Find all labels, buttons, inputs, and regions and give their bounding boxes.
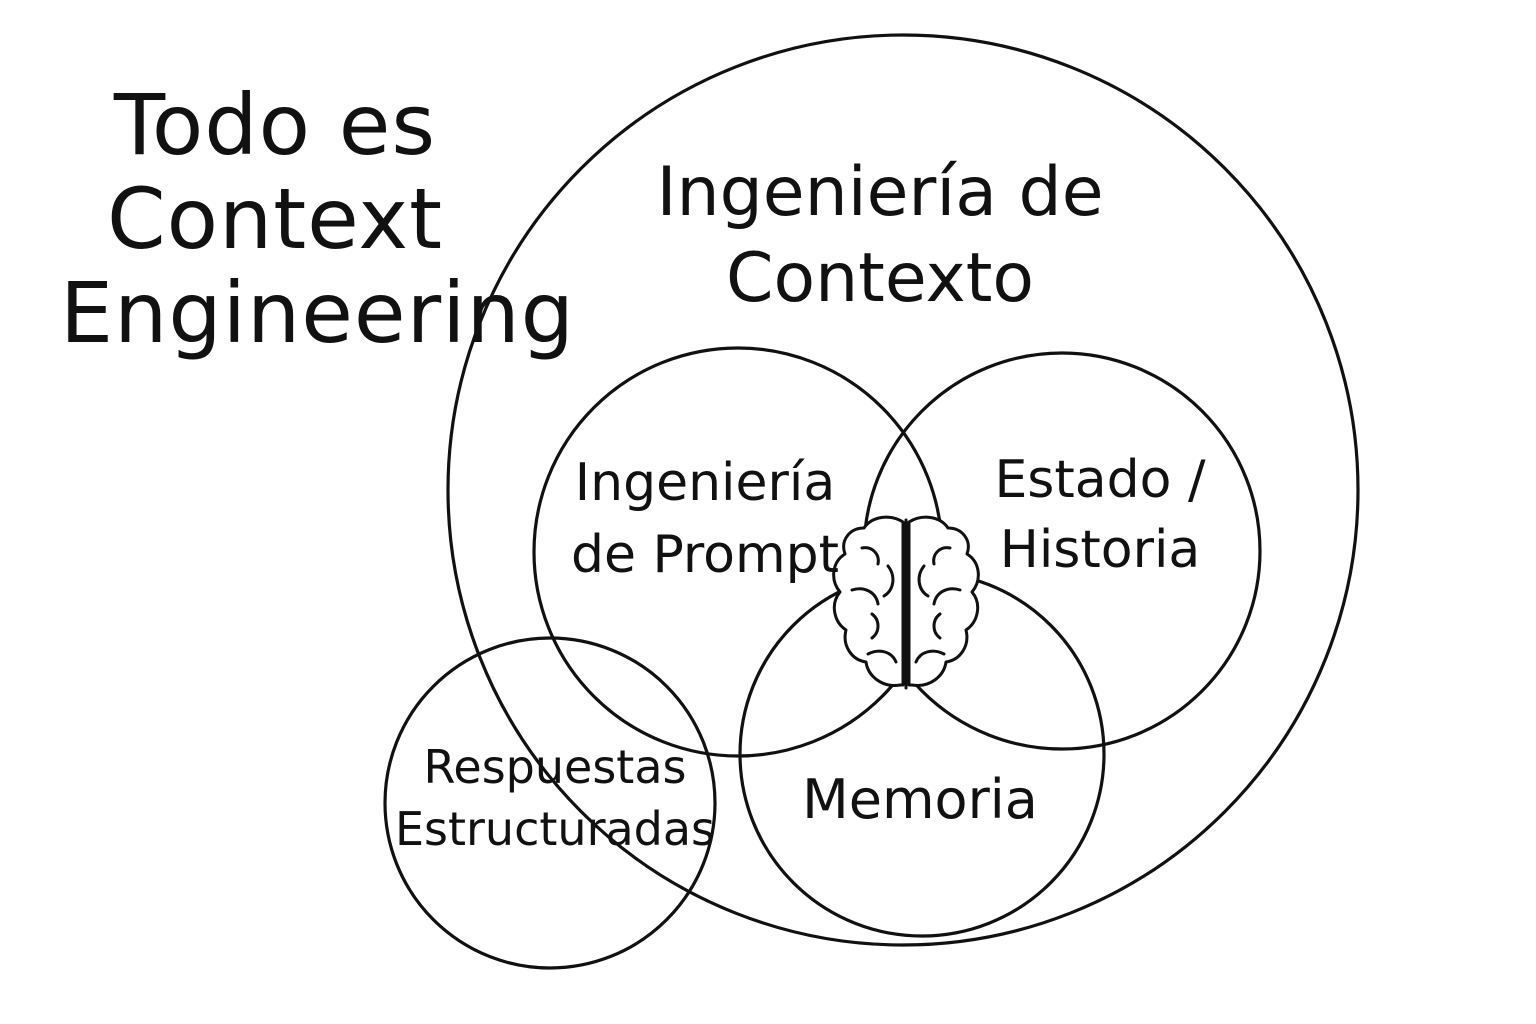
context-engineering-label: Ingeniería de Contexto	[620, 150, 1140, 322]
context-engineering-label-line-1: Ingeniería de	[656, 153, 1104, 232]
prompt-engineering-label-line-2: de Prompt	[570, 525, 840, 585]
state-history-label: Estado / Historia	[950, 445, 1250, 585]
memory-label-line-1: Memoria	[802, 768, 1038, 831]
context-engineering-label-line-2: Contexto	[726, 239, 1034, 318]
title-line-1: Todo es	[113, 76, 437, 174]
structured-responses-label: Respuestas Estructuradas	[385, 736, 725, 860]
structured-responses-label-line-1: Respuestas	[423, 740, 687, 794]
title-line-2: Context	[106, 170, 444, 268]
state-history-label-line-2: Historia	[999, 520, 1201, 580]
memory-label: Memoria	[760, 768, 1080, 832]
title-line-3: Engineering	[60, 264, 575, 362]
context-engineering-circle	[446, 33, 1360, 947]
structured-responses-label-line-2: Estructuradas	[394, 802, 716, 856]
brain-icon	[832, 515, 980, 690]
prompt-engineering-label: Ingeniería de Prompt	[535, 447, 875, 591]
structured-responses-circle	[383, 636, 717, 970]
prompt-engineering-label-line-1: Ingeniería	[574, 453, 836, 513]
state-history-label-line-1: Estado /	[994, 450, 1206, 510]
page-title: Todo es Context Engineering	[60, 76, 575, 362]
